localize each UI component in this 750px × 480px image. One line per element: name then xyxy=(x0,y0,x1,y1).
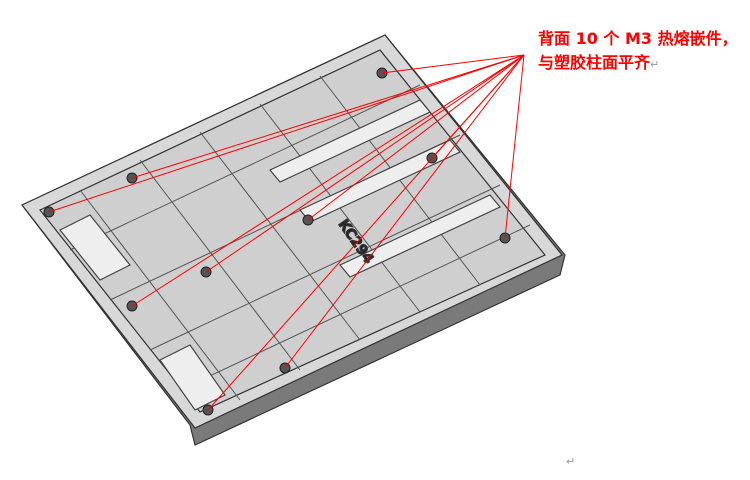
tray-part: KC294 xyxy=(21,34,566,446)
annotation-line-2-text: 与塑胶柱面平齐 xyxy=(538,53,651,72)
leader-lines xyxy=(48,54,525,411)
annotation-line-2: 与塑胶柱面平齐↵ xyxy=(538,52,659,76)
end-paragraph-mark: ↵ xyxy=(566,455,576,468)
paragraph-mark: ↵ xyxy=(650,58,660,71)
annotation-line-1: 背面 10 个 M3 热熔嵌件， xyxy=(538,29,738,48)
